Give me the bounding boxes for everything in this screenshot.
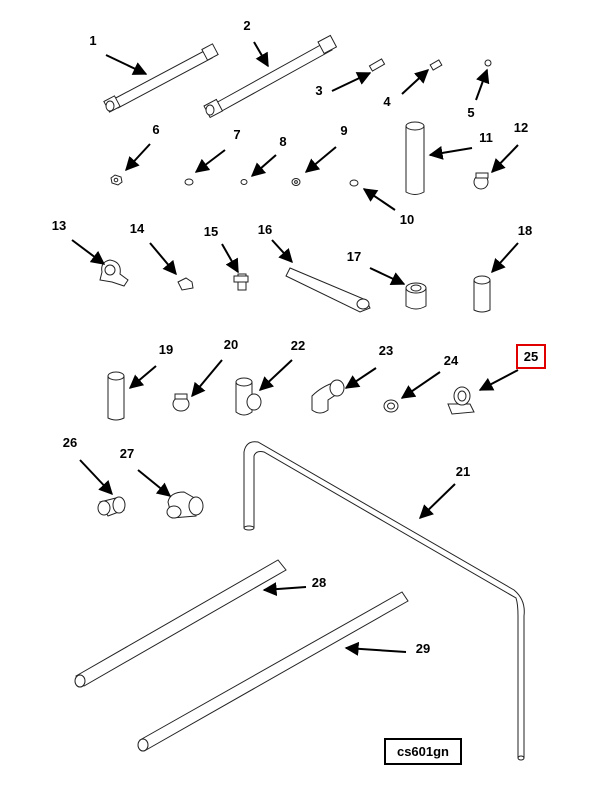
- part-25-flange: [447, 386, 475, 415]
- part-2-hose-long: [203, 34, 338, 119]
- callout-15: 15: [204, 224, 218, 239]
- part-18-sleeve: [473, 275, 491, 313]
- part-29-pipe: [137, 591, 409, 752]
- callout-2: 2: [243, 18, 250, 33]
- part-7-nut: [184, 178, 194, 186]
- callout-20: 20: [224, 337, 238, 352]
- callout-27: 27: [120, 446, 134, 461]
- part-1-hose-short: [103, 43, 219, 113]
- callout-9: 9: [340, 123, 347, 138]
- part-9-washer: [291, 178, 301, 186]
- part-23-elbow: [311, 379, 345, 414]
- callout-19: 19: [159, 342, 173, 357]
- callout-24: 24: [444, 353, 459, 368]
- drawing-code: cs601gn: [396, 744, 450, 759]
- part-16-bracket: [285, 267, 371, 313]
- part-4-fitting: [429, 59, 443, 71]
- callout-6: 6: [152, 122, 159, 137]
- part-24-ring: [383, 399, 399, 413]
- part-3-fitting: [368, 58, 386, 72]
- callout-8: 8: [279, 134, 286, 149]
- callout-1: 1: [89, 33, 96, 48]
- callout-28: 28: [312, 575, 326, 590]
- callout-7: 7: [233, 127, 240, 142]
- part-19-tube: [107, 371, 125, 421]
- callout-26: 26: [63, 435, 77, 450]
- part-28-pipe: [74, 559, 287, 688]
- callout-18: 18: [518, 223, 532, 238]
- callout-29: 29: [416, 641, 430, 656]
- callout-3: 3: [315, 83, 322, 98]
- callout-labels: 1 2 3 4 5 6 7 8 9 10 11 12 13 14 15 16 1…: [52, 18, 538, 656]
- callout-4: 4: [383, 94, 391, 109]
- part-11-tube: [405, 121, 425, 195]
- callout-11: 11: [479, 130, 493, 145]
- part-13-clamp: [99, 259, 129, 287]
- part-22-tee: [235, 377, 262, 416]
- callout-10: 10: [400, 212, 414, 227]
- callout-5: 5: [467, 105, 474, 120]
- callout-12: 12: [514, 120, 528, 135]
- part-27-elbow: [166, 491, 204, 519]
- part-8-washer: [240, 179, 248, 185]
- callout-23: 23: [379, 343, 393, 358]
- part-5-fitting: [484, 59, 492, 67]
- callout-13: 13: [52, 218, 66, 233]
- callout-14: 14: [130, 221, 145, 236]
- part-10-oring: [349, 179, 359, 187]
- callout-17: 17: [347, 249, 361, 264]
- part-14-clip: [177, 277, 194, 291]
- callout-22: 22: [291, 338, 305, 353]
- part-12-clamp: [473, 172, 489, 190]
- part-17-adapter: [405, 282, 427, 310]
- callout-16: 16: [258, 222, 272, 237]
- part-21-bent-pipe: [243, 441, 525, 761]
- callout-25: 25: [524, 349, 538, 364]
- part-15-tee: [233, 273, 249, 291]
- leader-arrows: [71, 41, 519, 656]
- drawing-code-box: cs601gn: [384, 738, 462, 765]
- part-26-elbow: [97, 496, 126, 517]
- highlight-box-25: [516, 344, 546, 369]
- part-20-clamp: [172, 393, 190, 412]
- callout-21: 21: [456, 464, 470, 479]
- part-6-nut: [110, 174, 123, 186]
